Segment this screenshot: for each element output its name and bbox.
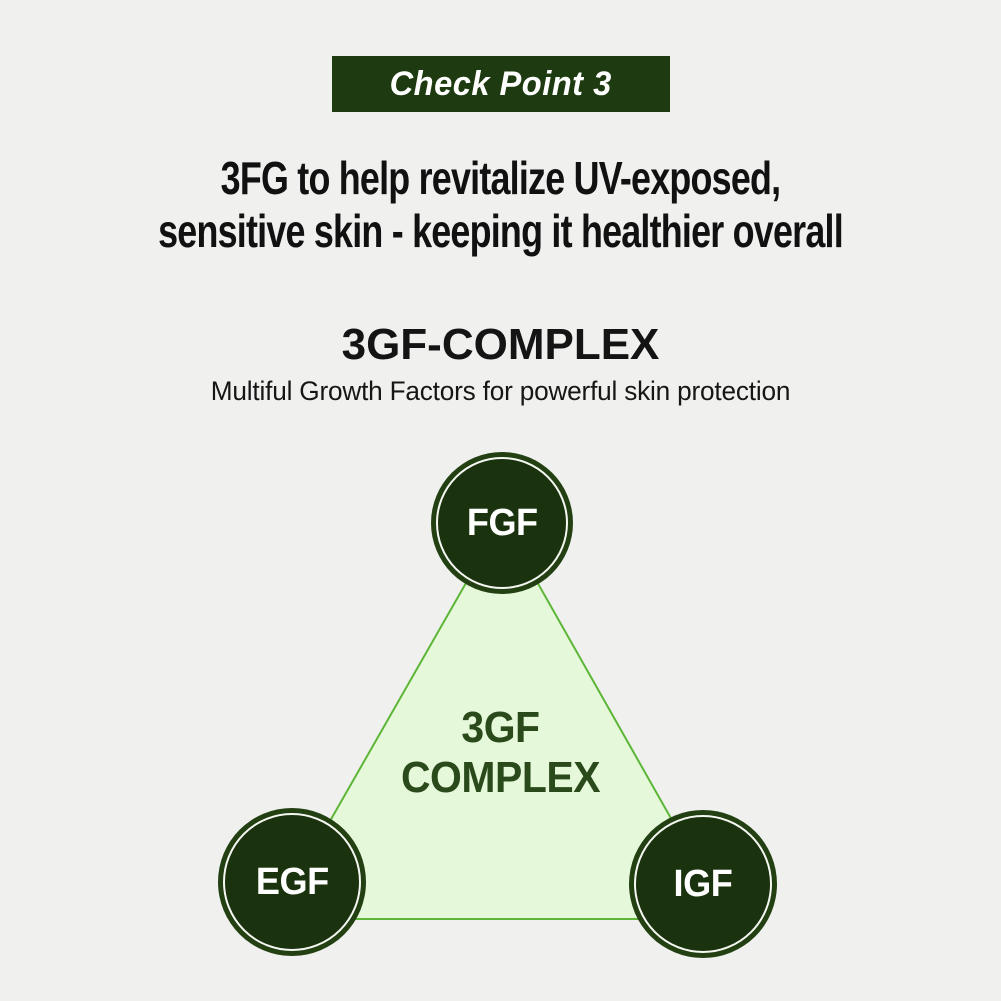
- headline-line-2: sensitive skin - keeping it healthier ov…: [158, 205, 844, 257]
- headline: 3FG to help revitalize UV-exposed, sensi…: [110, 152, 891, 258]
- headline-line-1: 3FG to help revitalize UV-exposed,: [220, 152, 781, 204]
- section-title: 3GF-COMPLEX: [341, 320, 660, 369]
- center-label-line-2: COMPLEX: [400, 753, 601, 802]
- node-egf-label: EGF: [255, 860, 329, 903]
- checkpoint-banner: Check Point 3: [331, 56, 670, 112]
- node-fgf-label: FGF: [466, 501, 538, 544]
- triangle-shape: [272, 517, 730, 920]
- node-igf-label: IGF: [673, 862, 733, 905]
- checkpoint-banner-label: Check Point 3: [389, 64, 612, 103]
- section-subtitle: Multiful Growth Factors for powerful ski…: [210, 376, 791, 406]
- center-label-line-1: 3GF: [461, 703, 540, 752]
- node-fgf: FGF: [431, 452, 573, 594]
- node-egf: EGF: [218, 808, 366, 956]
- triangle-center-label: 3GF COMPLEX: [35, 703, 966, 803]
- node-igf: IGF: [629, 810, 777, 958]
